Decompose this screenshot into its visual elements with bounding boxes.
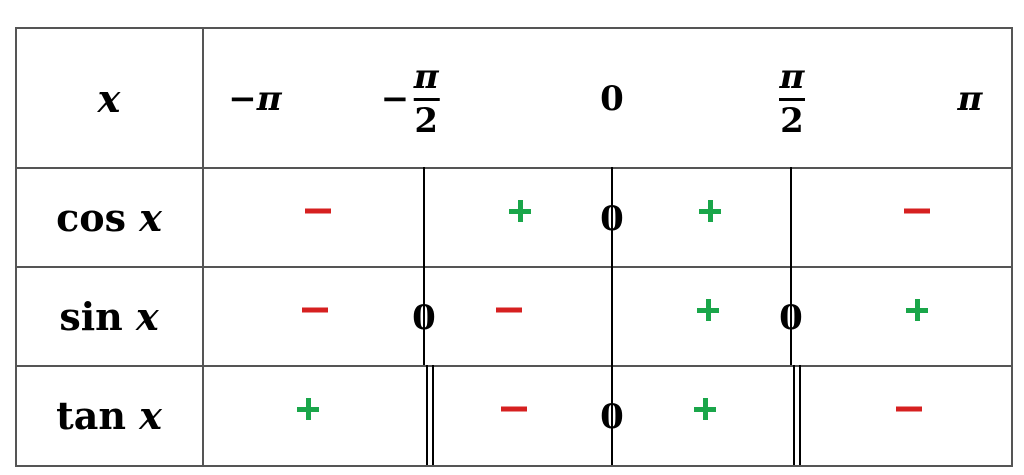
fraction-bar [779, 98, 805, 101]
xval-sign: − [228, 79, 257, 119]
grid-top [15, 27, 1013, 29]
plus-sign [699, 199, 721, 222]
xval-pi-half: π 2 [775, 60, 805, 138]
function-variable: x [139, 195, 162, 240]
header-variable: x [97, 76, 121, 121]
xval-num: π [957, 79, 983, 119]
xval-sign: − [380, 79, 410, 119]
minus-sign [305, 208, 331, 213]
function-variable: x [136, 294, 159, 339]
marker-line [423, 266, 425, 365]
minus-sign [501, 406, 527, 412]
grid-row-divider-3 [15, 365, 1013, 367]
fraction-bar [413, 98, 440, 101]
zero-marker: 0 [779, 297, 803, 338]
function-name: sin [59, 294, 123, 339]
function-name: tan [56, 393, 126, 438]
grid-right [1011, 27, 1013, 467]
fraction-denominator: 2 [414, 101, 439, 141]
minus-sign [302, 307, 328, 312]
row-label-tan: tan x [56, 397, 162, 435]
xval-zero: 0 [600, 82, 624, 116]
grid-row-divider-1 [15, 167, 1013, 169]
grid-left [15, 27, 17, 467]
grid-row-divider-2 [15, 266, 1013, 268]
fraction-denominator: 2 [780, 101, 804, 141]
fraction-numerator: π [779, 57, 805, 97]
fraction: π 2 [779, 60, 805, 138]
row-label-sin: sin x [59, 298, 158, 336]
row-label-cos: cos x [56, 199, 162, 237]
undefined-marker-double-line [426, 365, 434, 465]
grid-bottom [15, 465, 1013, 467]
xval-num: 0 [600, 79, 624, 119]
xval-num: π [256, 79, 282, 119]
marker-line [790, 167, 792, 266]
sign-table: x − π − π 2 0 π 2 π cos x sin x tan x [15, 27, 1013, 467]
xval-neg-pi-half: − π 2 [381, 60, 440, 138]
marker-line [611, 266, 613, 365]
marker-line [611, 167, 613, 266]
fraction-numerator: π [413, 57, 439, 97]
plus-sign [297, 398, 319, 420]
function-name: cos [56, 195, 126, 240]
plus-sign [906, 298, 928, 321]
plus-sign [509, 199, 531, 222]
minus-sign [896, 406, 922, 412]
zero-marker: 0 [412, 297, 436, 338]
function-variable: x [139, 393, 162, 438]
plus-sign [694, 398, 716, 420]
fraction: π 2 [413, 57, 440, 141]
plus-sign [697, 298, 719, 321]
minus-sign [496, 307, 522, 312]
xval-pi: π [958, 82, 983, 116]
marker-line [790, 266, 792, 365]
xval-neg-pi: − π [228, 82, 281, 116]
zero-marker: 0 [600, 198, 624, 239]
grid-label-divider [202, 27, 204, 467]
marker-line [611, 365, 613, 465]
undefined-marker-double-line [793, 365, 801, 465]
marker-line [423, 167, 425, 266]
minus-sign [904, 208, 930, 213]
zero-marker: 0 [600, 397, 624, 437]
